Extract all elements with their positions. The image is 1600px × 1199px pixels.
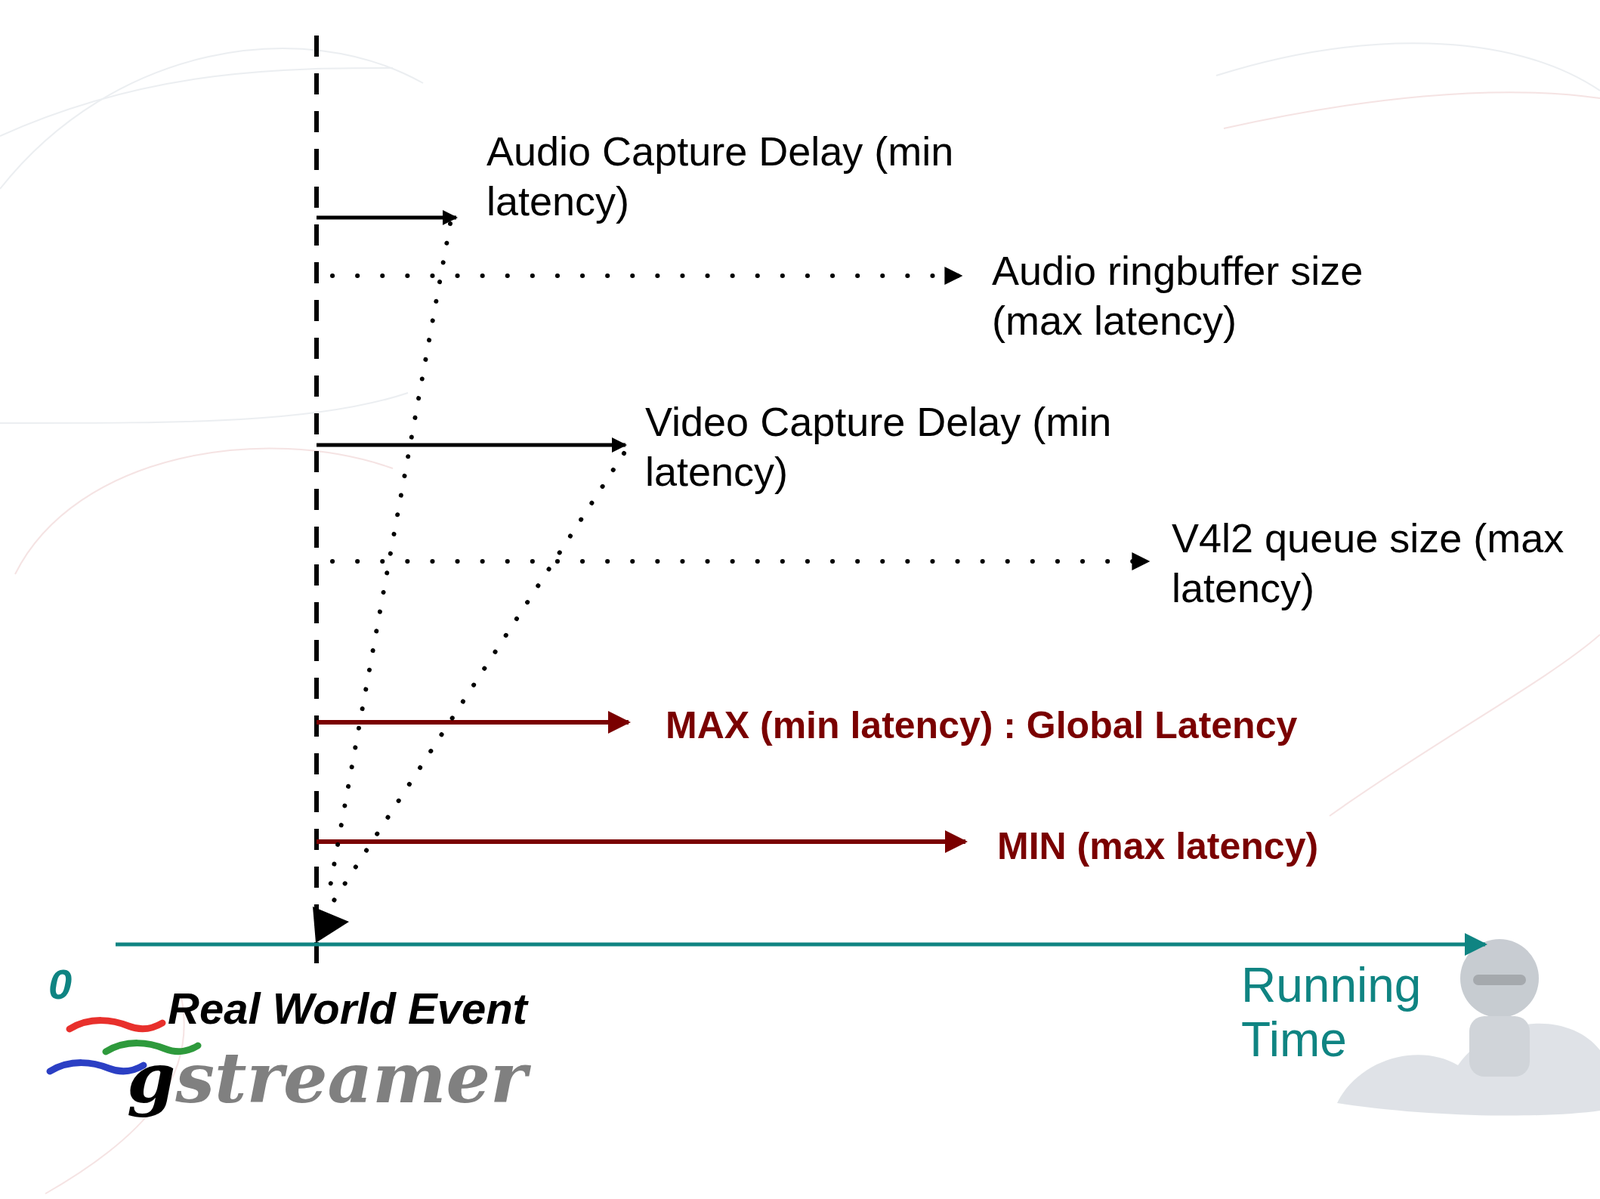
swirl [1216, 43, 1600, 91]
axis-origin: 0 [48, 959, 72, 1010]
swirl [0, 392, 408, 424]
projection-arrowhead [312, 906, 350, 943]
latency-dotted-arrow [332, 273, 961, 278]
projection-dots [327, 223, 451, 899]
wave [69, 1020, 163, 1029]
event-label: Real World Event [167, 982, 528, 1035]
axis-label: Running Time [1241, 957, 1468, 1067]
mascot-head [1460, 938, 1539, 1018]
swirl [0, 67, 393, 136]
latency-label: V4l2 queue size (max latency) [1171, 512, 1573, 613]
global-latency-arrow [316, 719, 629, 725]
latency-label: Audio ringbuffer size (max latency) [991, 245, 1461, 346]
global-latency-label: MIN (max latency) [997, 821, 1319, 872]
swirl [1329, 634, 1600, 816]
time-axis [115, 942, 1486, 947]
mascot-body [1469, 1016, 1530, 1077]
swirl [0, 48, 424, 189]
event-line [314, 35, 319, 971]
swirl [15, 448, 393, 575]
cloud [1337, 1023, 1600, 1116]
logo-text: gstreamer [126, 1036, 528, 1120]
global-latency-label: MAX (min latency) : Global Latency [665, 700, 1298, 751]
mascot-mask [1473, 974, 1526, 986]
background-swirls [0, 43, 1600, 1194]
swirl [1223, 92, 1600, 129]
latency-arrow [316, 443, 626, 448]
latency-label: Video Capture Delay (min latency) [645, 396, 1114, 497]
latency-arrow [316, 216, 457, 220]
global-latency-arrow [316, 839, 966, 844]
projection-dots [332, 453, 624, 903]
latency-dotted-arrow [332, 559, 1149, 564]
latency-label: Audio Capture Delay (min latency) [486, 126, 955, 226]
